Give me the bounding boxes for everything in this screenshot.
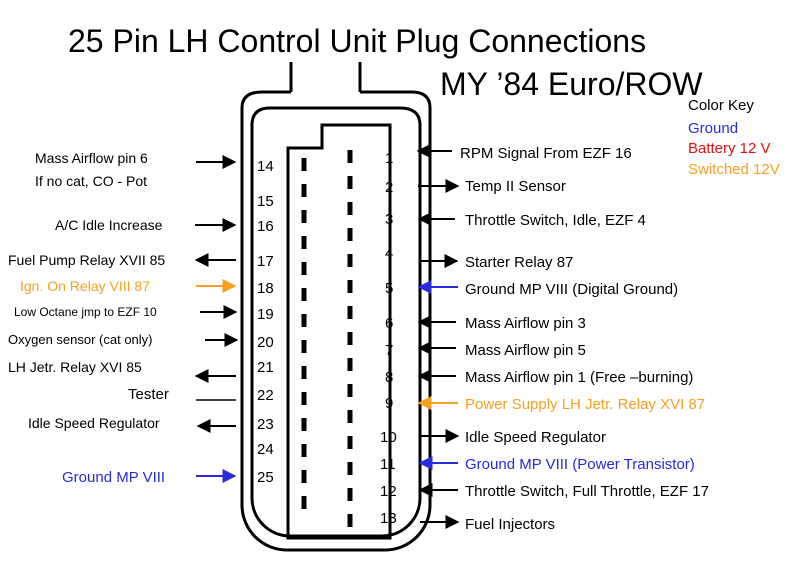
right-label: Mass Airflow pin 3: [465, 315, 586, 332]
page-subtitle: MY ’84 Euro/ROW: [440, 66, 703, 102]
left-side: Mass Airflow pin 6 If no cat, CO - Pot 1…: [8, 150, 274, 486]
left-label: If no cat, CO - Pot: [35, 173, 147, 189]
color-key-heading: Color Key: [688, 97, 754, 114]
right-label: Ground MP VIII (Power Transistor): [465, 456, 695, 473]
color-key-battery: Battery 12 V: [688, 140, 771, 157]
pin-number: 3: [385, 211, 393, 228]
pin-number: 15: [257, 193, 274, 210]
right-label: Ground MP VIII (Digital Ground): [465, 281, 678, 298]
pin-number: 9: [385, 395, 393, 412]
pin-number: 8: [385, 369, 393, 386]
left-label: Idle Speed Regulator: [28, 415, 160, 431]
left-label: Tester: [128, 386, 169, 403]
right-label: Power Supply LH Jetr. Relay XVI 87: [465, 396, 705, 413]
left-label: Ground MP VIII: [62, 469, 165, 486]
pin-number: 18: [257, 280, 274, 297]
pin-number: 7: [385, 342, 393, 359]
right-label: Mass Airflow pin 5: [465, 342, 586, 359]
pin-number: 2: [385, 179, 393, 196]
right-label: Throttle Switch, Idle, EZF 4: [465, 212, 646, 229]
pin-number: 20: [257, 334, 274, 351]
pin-number: 21: [257, 359, 274, 376]
color-key-switched: Switched 12V: [688, 161, 780, 178]
right-label: RPM Signal From EZF 16: [460, 145, 632, 162]
color-key-ground: Ground: [688, 120, 738, 137]
right-side: 1 RPM Signal From EZF 16 2 Temp II Senso…: [380, 144, 709, 533]
pin-number: 4: [385, 245, 393, 262]
pin-number: 17: [257, 253, 274, 270]
right-label: Idle Speed Regulator: [465, 429, 606, 446]
pin-number: 1: [385, 150, 393, 167]
pin-number: 14: [257, 158, 274, 175]
left-label: LH Jetr. Relay XVI 85: [8, 359, 142, 375]
pin-number: 23: [257, 416, 274, 433]
pin-number: 12: [380, 483, 397, 500]
pin-number: 22: [257, 387, 274, 404]
pin-number: 5: [385, 280, 393, 297]
pin-number: 6: [385, 315, 393, 332]
connector-housing: [240, 62, 432, 552]
pin-number: 16: [257, 218, 274, 235]
right-label: Throttle Switch, Full Throttle, EZF 17: [465, 483, 709, 500]
left-label: Oxygen sensor (cat only): [8, 332, 153, 347]
pin-number: 11: [380, 456, 396, 473]
pin-number: 24: [257, 441, 274, 458]
right-label: Mass Airflow pin 1 (Free –burning): [465, 369, 693, 386]
pin-number: 13: [380, 510, 397, 527]
right-label: Fuel Injectors: [465, 516, 555, 533]
left-label: Mass Airflow pin 6: [35, 150, 148, 166]
page-title: 25 Pin LH Control Unit Plug Connections: [68, 23, 646, 59]
left-label: Ign. On Relay VIII 87: [20, 278, 150, 294]
pin-number: 25: [257, 469, 274, 486]
right-label: Starter Relay 87: [465, 254, 573, 271]
left-label: A/C Idle Increase: [55, 217, 163, 233]
right-label: Temp II Sensor: [465, 178, 566, 195]
left-label: Fuel Pump Relay XVII 85: [8, 252, 165, 268]
left-label: Low Octane jmp to EZF 10: [14, 305, 157, 319]
pin-number: 10: [380, 429, 397, 446]
color-key: Color Key Ground Battery 12 V Switched 1…: [688, 97, 780, 178]
pin-number: 19: [257, 306, 274, 323]
